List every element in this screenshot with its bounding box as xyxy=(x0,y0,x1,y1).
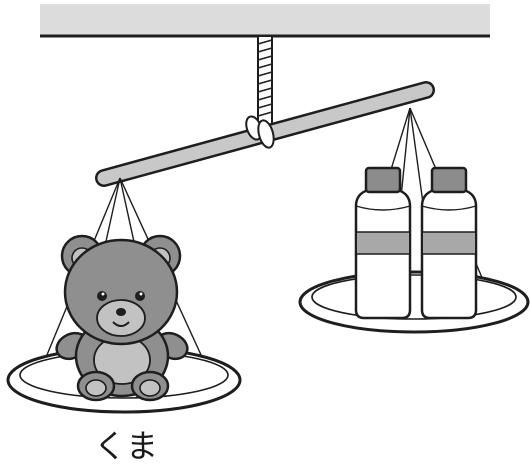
rope-knot xyxy=(245,115,275,149)
right-pan xyxy=(298,270,530,334)
ceiling xyxy=(40,4,490,38)
left-pan-label: くま xyxy=(93,427,158,465)
teddy-bear-icon xyxy=(55,234,189,402)
plastic-bottle-icon xyxy=(420,166,478,320)
plastic-bottle-icon xyxy=(354,166,412,320)
hanging-rope xyxy=(257,35,273,129)
teddy-bear-face xyxy=(97,291,145,327)
